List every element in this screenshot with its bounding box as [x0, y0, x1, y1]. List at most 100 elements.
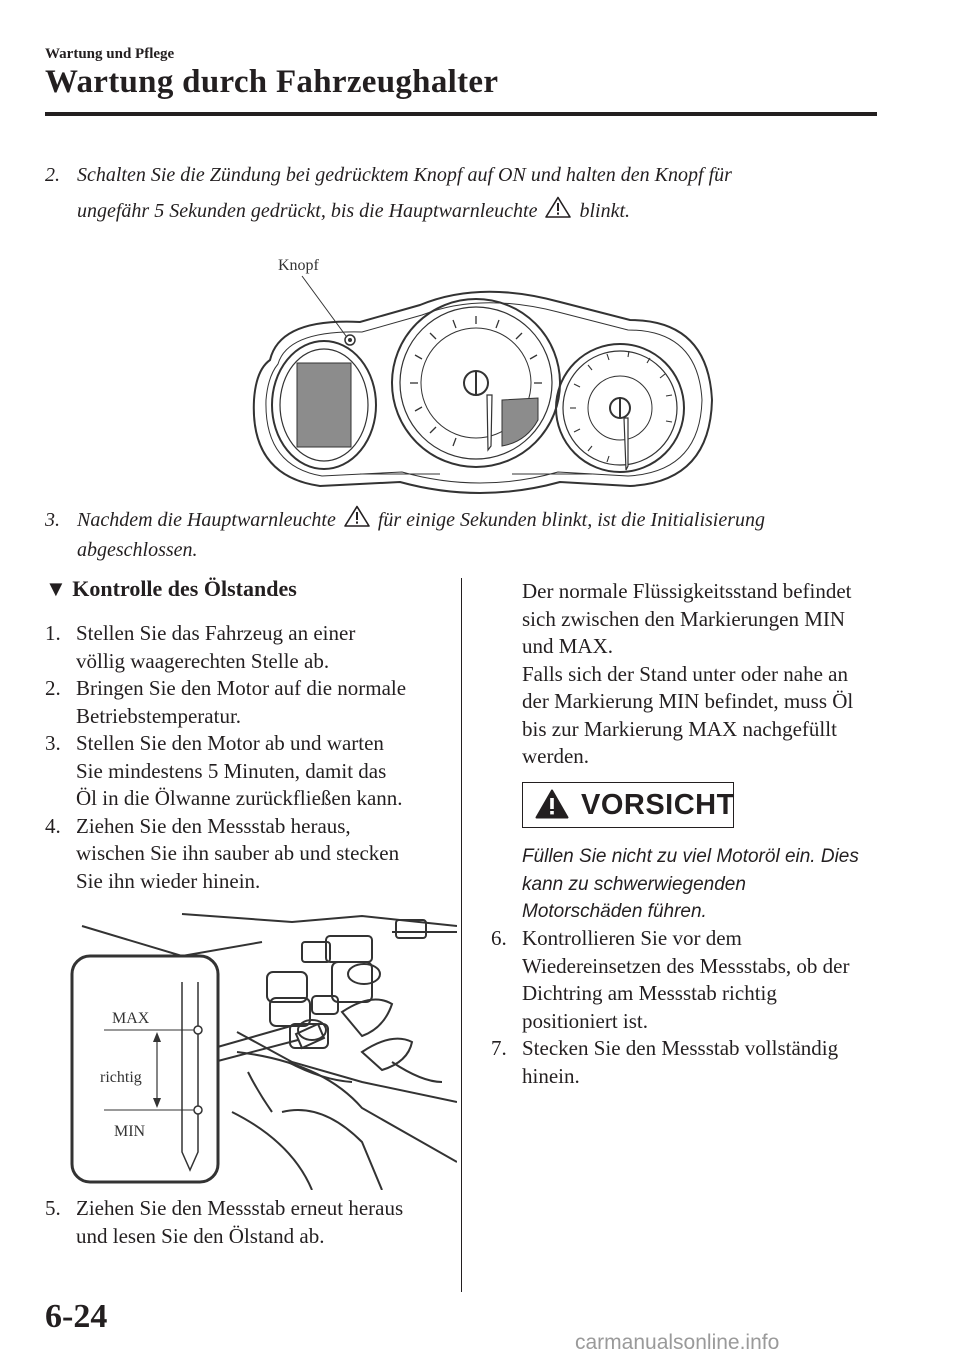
- caution-line: Füllen Sie nicht zu viel Motoröl ein. Di…: [522, 846, 859, 867]
- speedometer-inner-ring: [562, 350, 678, 466]
- instrument-cluster-illustration: Knopf: [252, 257, 714, 494]
- step-number: 3.: [45, 509, 60, 531]
- header-rule: [45, 112, 877, 116]
- step-line: Sie mindestens 5 Minuten, damit das: [76, 758, 387, 783]
- step-2-text: Schalten Sie die Zündung bei gedrücktem …: [77, 157, 867, 229]
- caution-text: Füllen Sie nicht zu viel Motoröl ein. Di…: [522, 843, 862, 926]
- section-title: Wartung und Pflege: [45, 46, 175, 62]
- step-2-line-2: ungefähr 5 Sekunden gedrückt, bis die Ha…: [77, 193, 867, 229]
- step-number: 7.: [491, 1036, 507, 1060]
- page-number: 6-24: [45, 1298, 108, 1335]
- oil-step-5: 5. Ziehen Sie den Messstab erneut heraus…: [45, 1195, 465, 1250]
- speedometer-ticks: [570, 350, 673, 463]
- step-line: Stellen Sie das Fahrzeug an einer: [76, 621, 356, 645]
- watermark: carmanualsonline.info: [575, 1331, 780, 1354]
- step-line: Sie ihn wieder hinein.: [76, 868, 261, 893]
- speedometer-ring: [555, 343, 685, 473]
- engine-bay-drawing: [81, 913, 457, 1190]
- paragraph-line: werden.: [522, 744, 590, 768]
- list-item: 4. Ziehen Sie den Messstab heraus, wisch…: [45, 813, 465, 896]
- paragraph-line: der Markierung MIN befindet, muss Öl: [522, 689, 854, 713]
- step-3-line-1: Nachdem die Hauptwarnleuchte für einige …: [77, 502, 867, 538]
- cluster-housing: [252, 290, 714, 494]
- step-3-line-1a: Nachdem die Hauptwarnleuchte: [77, 509, 336, 531]
- list-item: 5. Ziehen Sie den Messstab erneut heraus…: [45, 1195, 465, 1250]
- paragraph-line: bis zur Markierung MAX nachgefüllt: [522, 716, 837, 741]
- step-2-line-2b: blinkt.: [579, 200, 631, 222]
- step-3-text: Nachdem die Hauptwarnleuchte für einige …: [77, 502, 867, 568]
- master-warning-icon: [344, 505, 370, 527]
- knopf-label: Knopf: [278, 257, 320, 274]
- step-2-line-2a: ungefähr 5 Sekunden gedrückt, bis die Ha…: [77, 200, 538, 222]
- speedometer-needle: [623, 417, 629, 471]
- step-line: Öl in die Ölwanne zurückfließen kann.: [76, 786, 403, 810]
- step-3-line-2: abgeschlossen.: [77, 539, 198, 561]
- speedometer-hub-ring: [587, 375, 653, 441]
- left-display-inner-ring: [279, 348, 369, 462]
- caution-line: Motorschäden führen.: [522, 901, 707, 922]
- step-line: Wiedereinsetzen des Messstabs, ob der: [522, 953, 850, 978]
- paragraph-line: Der normale Flüssigkeitsstand befindet: [522, 579, 852, 603]
- step-line: Dichtring am Messstab richtig: [522, 981, 777, 1005]
- tachometer-needle: [486, 394, 493, 452]
- step-line: Stellen Sie den Motor ab und warten: [76, 731, 384, 755]
- min-label: MIN: [114, 1123, 146, 1140]
- step-line: wischen Sie ihn sauber ab und stecken: [76, 841, 400, 865]
- tachometer-ticks: [410, 316, 542, 447]
- knopf-button: [344, 334, 356, 346]
- step-3: 3.: [45, 502, 60, 538]
- step-line: Bringen Sie den Motor auf die normale: [76, 676, 407, 700]
- step-line: Betriebstemperatur.: [76, 703, 242, 728]
- step-line: hinein.: [522, 1063, 580, 1088]
- heading-marker-icon: ▼: [45, 576, 67, 601]
- warning-triangle-icon: [535, 789, 569, 819]
- heading-text: Kontrolle des Ölstandes: [72, 576, 297, 601]
- step-2-line-1: Schalten Sie die Zündung bei gedrücktem …: [77, 164, 732, 186]
- list-item: 7. Stecken Sie den Messstab vollständig …: [491, 1035, 891, 1090]
- richtig-arrow-up: [153, 1032, 161, 1042]
- paragraph-line: Falls sich der Stand unter oder nahe an: [522, 661, 848, 686]
- step-number: 1.: [45, 621, 61, 645]
- caution-line: kann zu schwerwiegenden: [522, 873, 746, 895]
- knopf-button-dot: [348, 338, 352, 342]
- max-label: MAX: [112, 1010, 150, 1027]
- multi-information-display: [296, 362, 352, 448]
- step-line: Stecken Sie den Messstab vollständig: [522, 1036, 839, 1060]
- richtig-label: richtig: [100, 1069, 142, 1086]
- list-item: 6. Kontrollieren Sie vor dem Wiedereinse…: [491, 925, 891, 1035]
- step-3-line-1b: für einige Sekunden blinkt, ist die Init…: [377, 509, 766, 531]
- step-number: 6.: [491, 926, 507, 950]
- section-heading: ▼ Kontrolle des Ölstandes: [45, 576, 297, 602]
- oil-steps-list: 1. Stellen Sie das Fahrzeug an einer völ…: [45, 620, 465, 895]
- dipstick-illustration: MAX richtig MIN: [70, 913, 457, 1190]
- step-line: Ziehen Sie den Messstab erneut heraus: [76, 1196, 404, 1220]
- step-number: 2.: [45, 676, 61, 700]
- step-number: 3.: [45, 731, 61, 755]
- tachometer-hub-ring: [420, 327, 532, 439]
- list-item: 2. Bringen Sie den Motor auf die normale…: [45, 675, 465, 730]
- left-display-ring: [271, 340, 377, 470]
- caution-label: VORSICHT: [581, 789, 735, 821]
- dipstick-shaft: [181, 982, 199, 1172]
- min-mark: [193, 1105, 203, 1115]
- step-line: positioniert ist.: [522, 1008, 648, 1033]
- list-item: 3. Stellen Sie den Motor ab und warten S…: [45, 730, 465, 813]
- step-2: 2.: [45, 157, 60, 193]
- step-number: 5.: [45, 1196, 61, 1220]
- step-line: völlig waagerechten Stelle ab.: [76, 648, 330, 673]
- step-line: Ziehen Sie den Messstab heraus,: [76, 813, 351, 838]
- chapter-title: Wartung durch Fahrzeughalter: [45, 64, 499, 100]
- paragraph-line: und MAX.: [522, 634, 614, 658]
- tachometer-inner-ring: [399, 306, 553, 460]
- column-divider: [461, 578, 462, 1292]
- max-mark: [193, 1025, 203, 1035]
- oil-level-paragraph: Der normale Flüssigkeitsstand befindet s…: [522, 578, 882, 771]
- step-number: 2.: [45, 164, 60, 186]
- master-warning-icon: [545, 196, 572, 218]
- step-line: Kontrollieren Sie vor dem: [522, 926, 742, 950]
- oil-steps-6-7: 6. Kontrollieren Sie vor dem Wiedereinse…: [491, 925, 891, 1090]
- knopf-leader-line: [301, 275, 347, 337]
- step-line: und lesen Sie den Ölstand ab.: [76, 1223, 325, 1248]
- paragraph-line: sich zwischen den Markierungen MIN: [522, 606, 846, 631]
- list-item: 1. Stellen Sie das Fahrzeug an einer völ…: [45, 620, 465, 675]
